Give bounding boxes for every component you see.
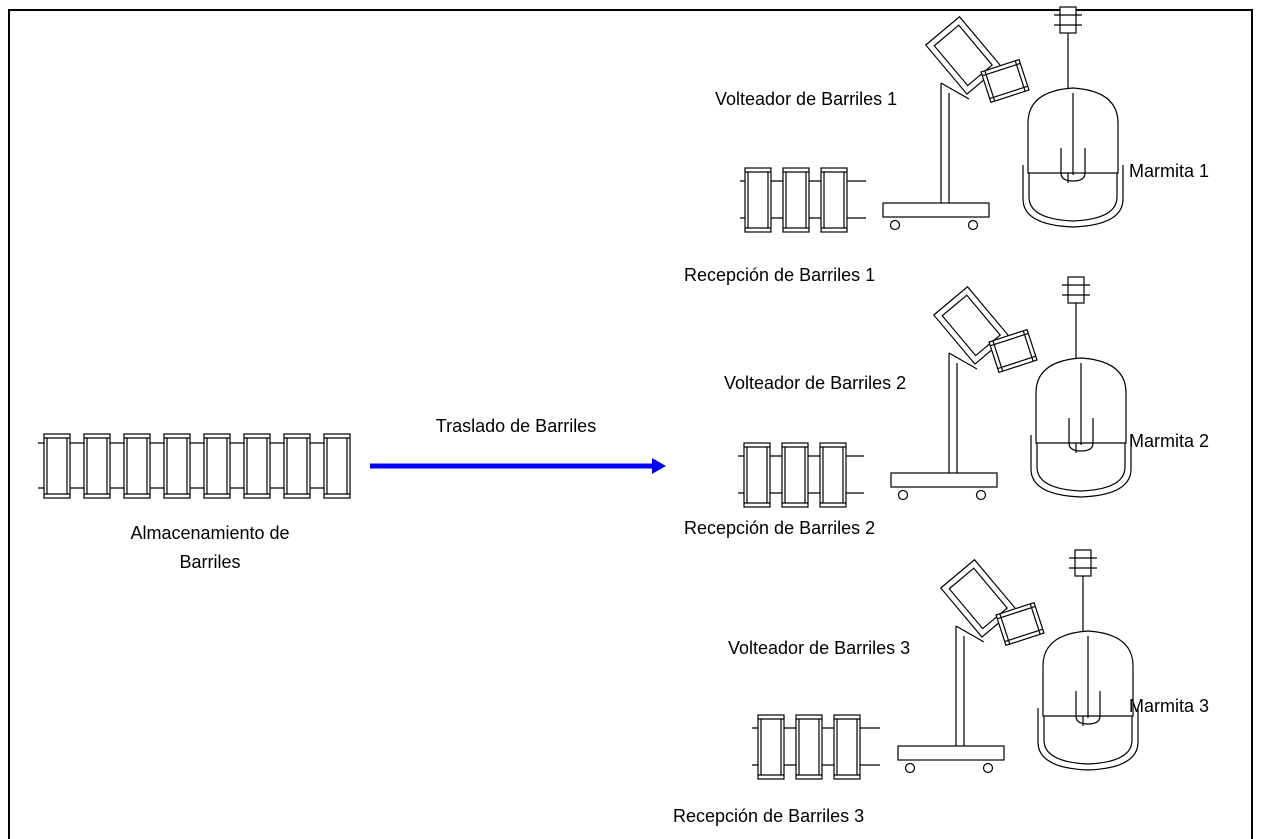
storage-barrel xyxy=(283,433,311,499)
tipper-label-1: Volteador de Barriles 1 xyxy=(715,89,897,109)
reception-barrel xyxy=(781,442,809,508)
tipper-label-2: Volteador de Barriles 2 xyxy=(724,373,906,393)
reception-barrel xyxy=(833,714,861,780)
reception-barrels-3 xyxy=(752,714,880,780)
kettle-label-2: Marmita 2 xyxy=(1129,431,1209,451)
storage-barrel xyxy=(163,433,191,499)
reception-barrel xyxy=(819,442,847,508)
storage-barrel xyxy=(43,433,71,499)
storage-barrel xyxy=(243,433,271,499)
reception-barrel xyxy=(744,167,772,233)
reception-barrel xyxy=(757,714,785,780)
reception-barrel xyxy=(820,167,848,233)
tipper-and-kettle-2 xyxy=(890,276,1132,501)
kettle-label-3: Marmita 3 xyxy=(1129,696,1209,716)
reception-label-2: Recepción de Barriles 2 xyxy=(684,518,875,538)
reception-label-3: Recepción de Barriles 3 xyxy=(673,806,864,826)
storage-barrels xyxy=(38,433,351,499)
station-3: Volteador de Barriles 3 Marmita 3 Recepc… xyxy=(673,549,1209,826)
diagram-frame xyxy=(8,9,1253,839)
reception-barrel xyxy=(782,167,810,233)
reception-barrel xyxy=(743,442,771,508)
storage-label-line2: Barriles xyxy=(179,552,240,572)
reception-barrel xyxy=(795,714,823,780)
storage-barrel xyxy=(83,433,111,499)
reception-barrels-1 xyxy=(740,167,866,233)
storage-barrel xyxy=(203,433,231,499)
reception-barrels-2 xyxy=(738,442,864,508)
station-1: Volteador de Barriles 1 Marmita 1 Recepc… xyxy=(684,6,1209,285)
transfer-label: Traslado de Barriles xyxy=(436,416,596,436)
tipper-label-3: Volteador de Barriles 3 xyxy=(728,638,910,658)
reception-label-1: Recepción de Barriles 1 xyxy=(684,265,875,285)
storage-label-line1: Almacenamiento de xyxy=(130,523,289,543)
tipper-and-kettle-3 xyxy=(897,549,1139,774)
storage-barrel xyxy=(123,433,151,499)
tipper-and-kettle-1 xyxy=(882,6,1124,231)
transfer-arrow xyxy=(370,458,666,474)
storage-barrel xyxy=(323,433,351,499)
kettle-label-1: Marmita 1 xyxy=(1129,161,1209,181)
station-2: Volteador de Barriles 2 Marmita 2 Recepc… xyxy=(684,276,1209,538)
